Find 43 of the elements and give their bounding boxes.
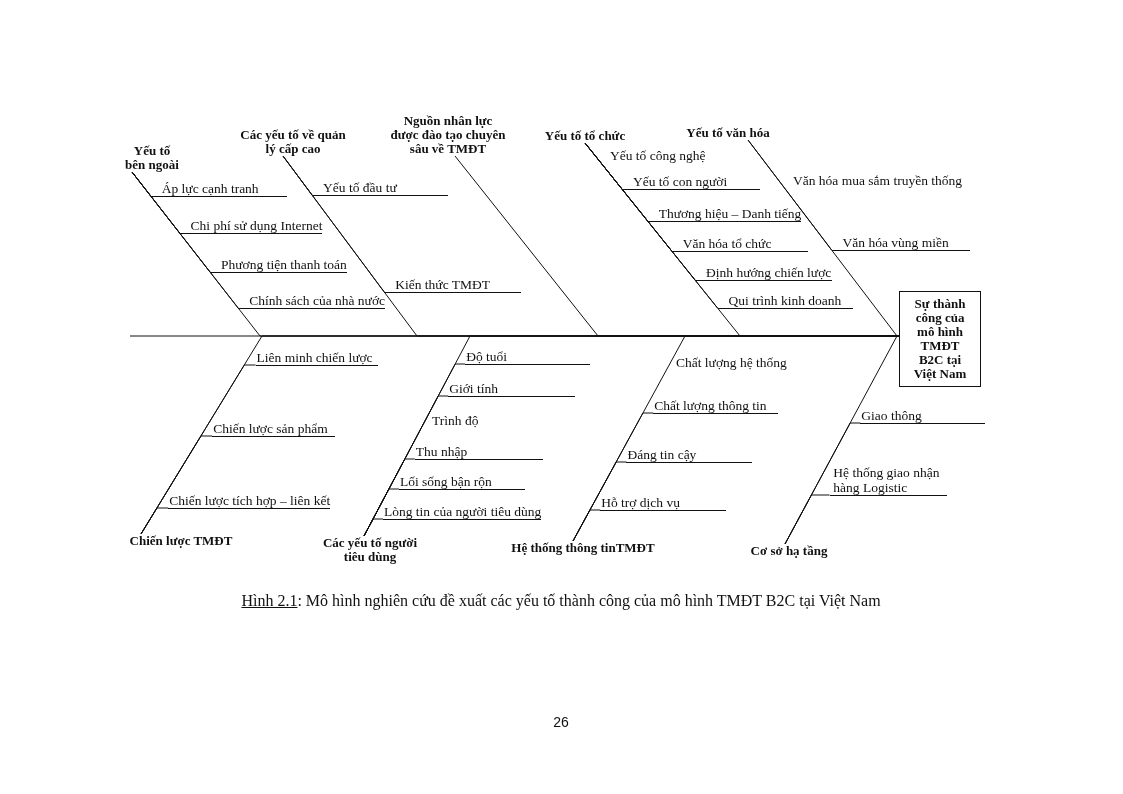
factor-label: Độ tuổi (465, 348, 590, 365)
category-label: Chiến lược TMĐT (129, 534, 233, 548)
factor-label: Yếu tố công nghệ (610, 148, 706, 163)
factor-label: Trình độ (432, 413, 479, 428)
factor-label: Lòng tin của người tiêu dùng (383, 503, 542, 520)
factor-label: Chi phí sử dụng Internet (179, 217, 323, 234)
category-label: Các yếu tố người tiêu dùng (320, 536, 420, 564)
factor-label: Chiến lược sản phẩm (212, 420, 335, 437)
page-number: 26 (553, 714, 569, 730)
bone-line (784, 335, 900, 545)
factor-label: Lối sống bận rộn (398, 473, 525, 490)
factor-label: Liên minh chiến lược (255, 349, 378, 366)
factor-label: Văn hóa vùng miền (831, 234, 970, 251)
factor-label: Giới tính (448, 380, 575, 397)
bone-line (747, 139, 900, 337)
effect-box: Sự thành công của mô hình TMĐT B2C tại Việt Nam (899, 291, 981, 387)
factor-label: Hỗ trợ dịch vụ (600, 494, 726, 511)
category-label: Hệ thống thông tinTMĐT (511, 541, 655, 555)
factor-label: Văn hóa mua sắm truyền thống (793, 173, 963, 188)
category-label: Cơ sở hạ tầng (750, 544, 828, 558)
category-label: Các yếu tố về quản lý cấp cao (238, 128, 348, 156)
factor-label: Yếu tố con người (621, 173, 760, 190)
category-label: Yếu tố bên ngoài (124, 144, 180, 172)
factor-label: Chính sách của nhà nước (238, 292, 386, 309)
factor-label: Giao thông (860, 407, 985, 424)
factor-label: Văn hóa tổ chức (671, 235, 808, 252)
factor-label: Chiến lược tích hợp – liên kết (168, 492, 331, 509)
factor-label: Định hướng chiến lược (695, 264, 832, 281)
factor-label: Phương tiện thanh toán (210, 256, 347, 273)
factor-label: Áp lực cạnh tranh (150, 180, 287, 197)
factor-label: Đáng tin cậy (626, 446, 752, 463)
factor-label: Hệ thống giao nhận hàng Logistic (829, 464, 947, 496)
factor-label: Yếu tố đầu tư (312, 179, 448, 196)
factor-label: Qui trình kinh doanh (717, 292, 853, 309)
category-label: Nguồn nhân lực được đào tạo chuyên sâu về TMĐT (390, 114, 506, 156)
figure-caption: Hình 2.1: Mô hình nghiên cứu đề xuất các yếu tố thành công của mô hình TMĐT B2C tại Việt Nam (241, 591, 881, 610)
factor-label: Chất lượng thông tin (653, 397, 778, 414)
category-label: Yếu tố văn hóa (686, 126, 770, 140)
factor-label: Kiến thức TMĐT (384, 276, 521, 293)
category-label: Yếu tố tổ chức (544, 129, 626, 143)
factor-label: Thương hiệu – Danh tiếng (647, 205, 802, 222)
factor-label: Chất lượng hệ thống (676, 355, 787, 370)
factor-label: Thu nhập (414, 443, 543, 460)
